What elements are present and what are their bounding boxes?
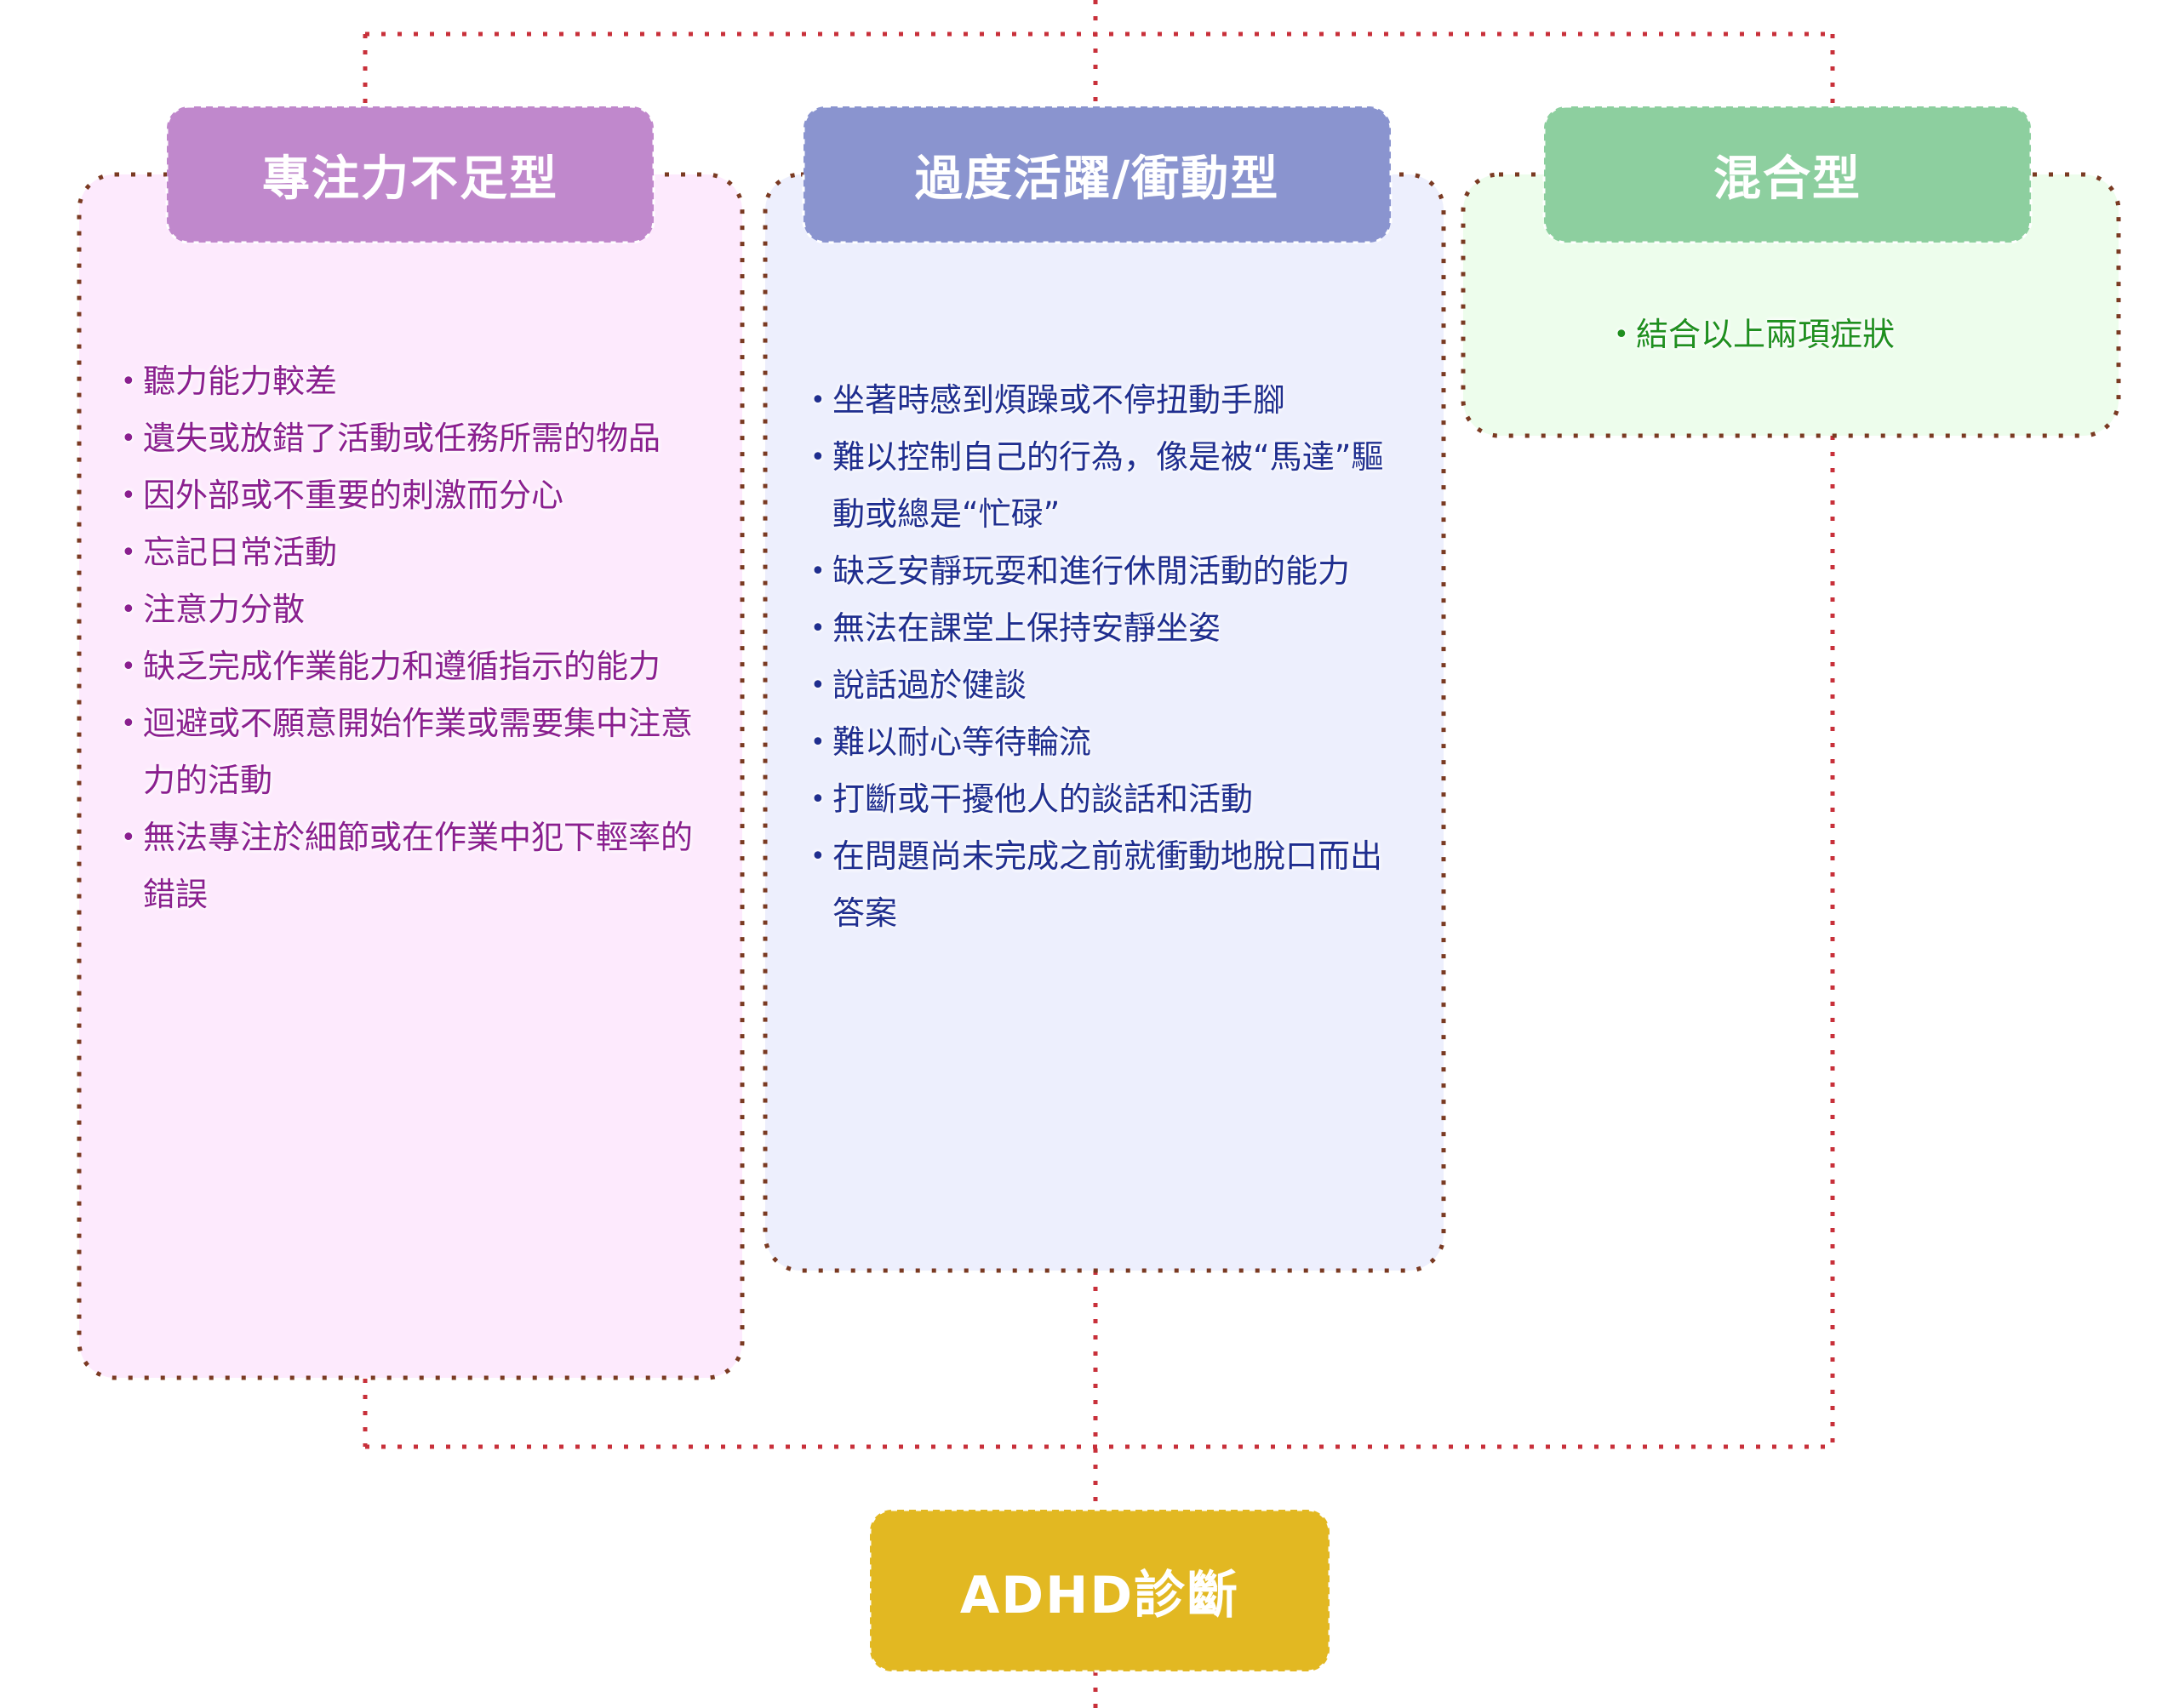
adhd-diagnosis-box: ADHD診斷 bbox=[868, 1508, 1331, 1673]
bullet-icon: • bbox=[810, 386, 826, 415]
bullet-icon: • bbox=[810, 785, 826, 814]
bullet-icon: • bbox=[810, 443, 826, 472]
bullet-icon: • bbox=[810, 614, 826, 643]
list-item: •因外部或不重要的刺激而分心 bbox=[121, 467, 717, 524]
header-border bbox=[802, 105, 1393, 244]
bullet-icon: • bbox=[121, 709, 136, 739]
bullet-icon: • bbox=[121, 595, 136, 625]
list-item: •無法在課堂上保持安靜坐姿 bbox=[810, 600, 1406, 657]
inattentive-type-panel bbox=[77, 172, 745, 1380]
combined-symptom-list: •結合以上兩項症狀 bbox=[1614, 306, 2090, 363]
panel-border bbox=[77, 172, 745, 1380]
list-item: •注意力分散 bbox=[121, 581, 717, 638]
list-item: •無法專注於細節或在作業中犯下輕率的錯誤 bbox=[121, 809, 717, 923]
hyperactive-type-title: 過度活躍/衝動型 bbox=[914, 151, 1280, 207]
bullet-icon: • bbox=[121, 424, 136, 454]
inattentive-symptom-list: •聽力能力較差 •遺失或放錯了活動或任務所需的物品 •因外部或不重要的刺激而分心… bbox=[121, 353, 717, 923]
bullet-icon: • bbox=[810, 671, 826, 700]
adhd-diagnosis-label: ADHD診斷 bbox=[959, 1565, 1240, 1625]
list-item: •打斷或干擾他人的談話和活動 bbox=[810, 771, 1406, 828]
list-item: •結合以上兩項症狀 bbox=[1614, 306, 2090, 363]
list-item: •缺乏完成作業能力和遵循指示的能力 bbox=[121, 638, 717, 695]
bullet-icon: • bbox=[121, 367, 136, 397]
combined-type-header: 混合型 bbox=[1542, 105, 2033, 244]
bullet-icon: • bbox=[810, 728, 826, 757]
bullet-icon: • bbox=[1614, 320, 1629, 350]
list-item: •缺乏安靜玩耍和進行休閒活動的能力 bbox=[810, 543, 1406, 600]
bullet-icon: • bbox=[121, 538, 136, 568]
list-item: •難以控制自己的行為，像是被“馬達”驅動或總是“忙碌” bbox=[810, 429, 1406, 543]
bullet-icon: • bbox=[121, 481, 136, 511]
inattentive-type-header: 專注力不足型 bbox=[165, 105, 655, 244]
list-item: •聽力能力較差 bbox=[121, 353, 717, 410]
hyperactive-symptom-list: •坐著時感到煩躁或不停扭動手腳 •難以控制自己的行為，像是被“馬達”驅動或總是“… bbox=[810, 372, 1406, 942]
hyperactive-type-panel bbox=[763, 172, 1446, 1273]
combined-type-title: 混合型 bbox=[1713, 151, 1862, 207]
list-item: •說話過於健談 bbox=[810, 657, 1406, 714]
bullet-icon: • bbox=[810, 842, 826, 871]
list-item: •在問題尚未完成之前就衝動地脫口而出答案 bbox=[810, 828, 1406, 942]
list-item: •迴避或不願意開始作業或需要集中注意力的活動 bbox=[121, 695, 717, 809]
header-border bbox=[165, 105, 655, 244]
list-item: •難以耐心等待輪流 bbox=[810, 714, 1406, 771]
list-item: •忘記日常活動 bbox=[121, 524, 717, 581]
bullet-icon: • bbox=[810, 557, 826, 586]
hyperactive-type-header: 過度活躍/衝動型 bbox=[802, 105, 1393, 244]
header-border bbox=[1542, 105, 2033, 244]
list-item: •坐著時感到煩躁或不停扭動手腳 bbox=[810, 372, 1406, 429]
result-box-border bbox=[868, 1508, 1331, 1673]
bullet-icon: • bbox=[121, 823, 136, 853]
bullet-icon: • bbox=[121, 652, 136, 682]
inattentive-type-title: 專注力不足型 bbox=[262, 151, 558, 207]
list-item: •遺失或放錯了活動或任務所需的物品 bbox=[121, 410, 717, 467]
